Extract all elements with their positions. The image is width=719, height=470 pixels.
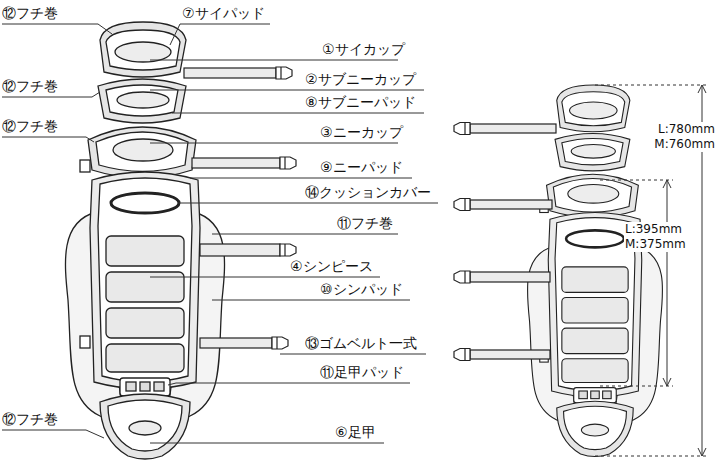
part-label: ④シンピース [290, 258, 373, 275]
part-label: ⑧サブニーパッド [305, 94, 416, 111]
leader-lines [2, 24, 438, 443]
dimension-label: L:395mm [624, 222, 683, 237]
dimension-label: M:760mm [653, 137, 716, 152]
part-label: ⑪フチ巻 [337, 215, 393, 232]
part-label: ⑫フチ巻 [2, 118, 58, 135]
part-label: ①サイカップ [322, 41, 405, 58]
dimension-label: L:780mm [657, 122, 716, 137]
right-guard [454, 85, 663, 456]
part-label: ⑫フチ巻 [2, 411, 58, 428]
part-label: ③ニーカップ [320, 124, 403, 141]
part-label: ⑨ニーパッド [320, 159, 403, 176]
part-label: ⑪足甲パッド [320, 364, 404, 381]
left-guard [65, 22, 296, 459]
part-label: ⑥足甲 [335, 424, 376, 441]
part-label: ⑭クッションカバー [305, 184, 431, 201]
part-label: ⑩シンパッド [320, 281, 403, 298]
part-label: ②サブニーカップ [305, 71, 416, 88]
part-label: ⑫フチ巻 [2, 5, 58, 22]
part-label: ⑫フチ巻 [2, 78, 58, 95]
dimension-label: M:375mm [624, 237, 687, 252]
part-label: ⑦サイパッド [182, 5, 265, 22]
part-label: ⑬ゴムベルト一式 [305, 335, 417, 352]
